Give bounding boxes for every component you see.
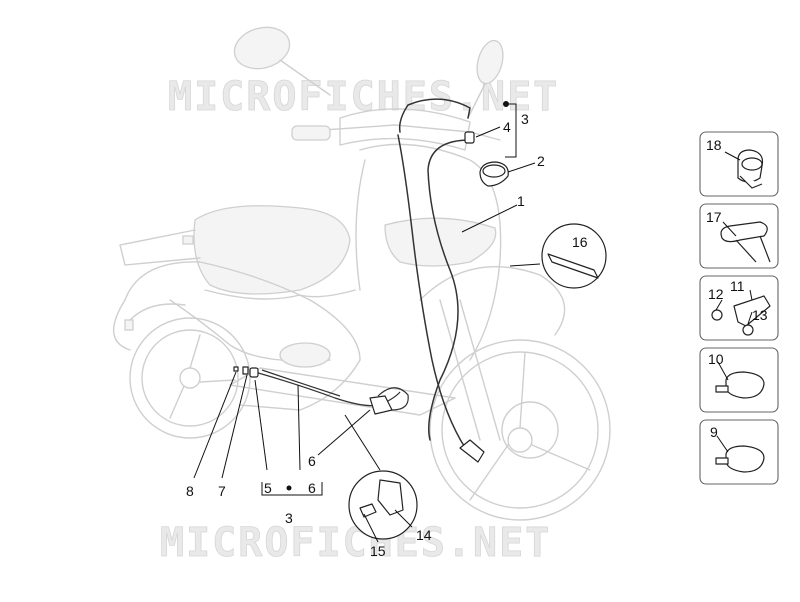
part-17-box xyxy=(699,203,779,269)
scooter-outline xyxy=(112,26,611,521)
part-14-15-callout xyxy=(344,414,418,540)
front-brake-cable xyxy=(398,98,471,133)
right-mirror xyxy=(476,39,504,85)
side-grille xyxy=(279,342,331,368)
watermark-bottom: MICROFICHES.NET xyxy=(160,520,551,566)
dot-3-bottom xyxy=(286,485,292,491)
part-11-12-13-box xyxy=(699,275,779,341)
label-4: 4 xyxy=(503,119,511,135)
part-9-box xyxy=(699,419,779,485)
cable-grommet xyxy=(464,131,475,144)
leader-lines xyxy=(193,101,753,543)
part-16-callout xyxy=(509,223,607,289)
label-6-top: 6 xyxy=(308,453,316,469)
brake-cables xyxy=(233,98,485,463)
rear-wheel xyxy=(129,317,251,439)
label-11: 11 xyxy=(730,278,745,294)
label-13: 13 xyxy=(752,307,768,323)
dot-3-top xyxy=(503,101,509,107)
rear-brake-cable xyxy=(254,371,401,407)
seat xyxy=(193,205,351,295)
label-2: 2 xyxy=(537,153,545,169)
label-6-bottom: 6 xyxy=(308,480,316,496)
part-numbers: 1 2 3 4 5 6 6 3 7 8 14 15 16 18 17 11 12… xyxy=(186,111,768,559)
front-wheel xyxy=(429,339,611,521)
label-7: 7 xyxy=(218,483,226,499)
part-18-box xyxy=(699,131,779,197)
label-8: 8 xyxy=(186,483,194,499)
label-18: 18 xyxy=(706,137,722,153)
left-mirror xyxy=(233,26,291,70)
watermark-top: MICROFICHES.NET xyxy=(168,74,559,120)
label-3-bottom: 3 xyxy=(285,510,293,526)
label-12: 12 xyxy=(708,286,724,302)
label-1: 1 xyxy=(517,193,525,209)
label-3-top: 3 xyxy=(521,111,529,127)
label-15: 15 xyxy=(370,543,386,559)
label-14: 14 xyxy=(416,527,432,543)
label-10: 10 xyxy=(708,351,724,367)
label-17: 17 xyxy=(706,209,722,225)
label-5: 5 xyxy=(264,480,272,496)
rear-cable-clamp xyxy=(369,395,393,415)
label-16: 16 xyxy=(572,234,588,250)
label-9: 9 xyxy=(710,424,718,440)
